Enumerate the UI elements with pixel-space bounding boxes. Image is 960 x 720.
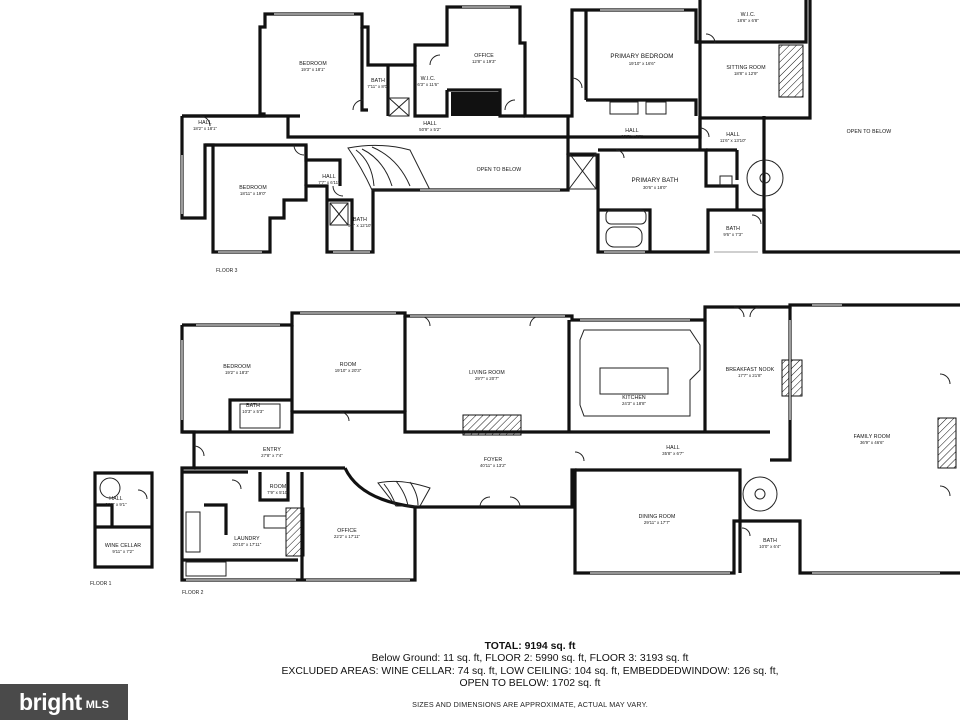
room-label: BEDROOM (239, 185, 267, 191)
area-summary: TOTAL: 9194 sq. ft Below Ground: 11 sq. … (230, 641, 830, 691)
room-label: DINING ROOM (639, 514, 676, 520)
room-dims: 35'8" x 6'7" (662, 451, 684, 456)
room-label: OFFICE (474, 53, 494, 59)
room-dims: 29'11" x 17'7" (644, 520, 671, 525)
room-label: WINE CELLAR (105, 543, 141, 549)
room-dims: 9'3" x 12'10" (348, 223, 373, 228)
room-label: SITTING ROOM (726, 65, 765, 71)
room-label: BEDROOM (223, 364, 251, 370)
room-dims: 18'11" x 19'0" (240, 191, 267, 196)
room-label: BREAKFAST NOOK (726, 367, 775, 373)
room-label: FAMILY ROOM (854, 434, 891, 440)
open-to-below-area: OPEN TO BELOW: 1702 sq. ft (459, 678, 601, 690)
room-dims: 23'3" x 6'2" (621, 134, 643, 139)
room-label: BATH (371, 78, 385, 84)
room-label: W.I.C. (741, 12, 756, 18)
room-dims: 17'7" x 21'8" (738, 373, 763, 378)
room-label: PRIMARY BATH (632, 177, 679, 184)
room-dims: 9'6" x 7'3" (723, 232, 743, 237)
room-labels-floor-3: BEDROOM 19'3" x 18'1" BATH 7'11" x 8'0" … (193, 12, 891, 274)
bright-mls-logo: bright MLS (0, 684, 128, 720)
room-dims: 18'2" x 18'1" (193, 126, 218, 131)
room-dims: 6'3" x 11'6" (417, 82, 439, 87)
room-label: BATH (763, 538, 777, 544)
room-dims: 18'6" x 6'8" (737, 18, 759, 23)
total-area: TOTAL: 9194 sq. ft (484, 641, 576, 652)
room-label: BEDROOM (299, 61, 327, 67)
room-label: FOYER (484, 457, 503, 463)
room-label: HALL (666, 445, 679, 451)
room-dims: 19'10" x 16'6" (629, 61, 656, 66)
disclaimer: SIZES AND DIMENSIONS ARE APPROXIMATE, AC… (412, 700, 648, 709)
room-dims: 10'3" x 5'3" (242, 409, 264, 414)
floor-2-plan (180, 303, 960, 582)
room-dims: 30'6" x 18'0" (643, 185, 668, 190)
floor-3-plan (180, 0, 960, 254)
room-dims: 12'8" x 19'3" (472, 59, 497, 64)
room-label: HALL (322, 174, 335, 180)
room-dims: 19'10" x 20'3" (335, 368, 362, 373)
room-dims: 18'8" x 12'9" (734, 71, 759, 76)
room-label: HALL (109, 496, 122, 502)
room-dims: 50'9" x 5'2" (419, 127, 441, 132)
room-label: PRIMARY BEDROOM (610, 53, 673, 60)
room-label: ENTRY (263, 447, 281, 453)
room-label: ROOM (340, 362, 357, 368)
room-dims: 7'9" x 5'10" (267, 490, 289, 495)
room-dims: 27'8" x 7'4" (261, 453, 283, 458)
floor-label: FLOOR 1 (90, 581, 112, 587)
excluded-areas: EXCLUDED AREAS: WINE CELLAR: 74 sq. ft, … (281, 665, 779, 677)
room-dims: 40'11" x 13'2" (480, 463, 507, 468)
room-dims: 19'3" x 18'1" (301, 67, 326, 72)
room-dims: 20'10" x 17'11" (233, 542, 262, 547)
room-dims: 7'7" x 6'11" (318, 180, 340, 185)
floor-1-plan (93, 471, 154, 569)
room-dims: 29'7" x 20'7" (475, 376, 500, 381)
room-label: HALL (198, 120, 211, 126)
floor-areas: Below Ground: 11 sq. ft, FLOOR 2: 5990 s… (371, 653, 689, 665)
room-label: OFFICE (337, 528, 357, 534)
room-dims: 10'0" x 6'4" (759, 544, 781, 549)
logo-word: bright (19, 688, 82, 715)
room-label: HALL (423, 121, 436, 127)
room-label: BATH (246, 403, 260, 409)
room-label: BATH (353, 217, 367, 223)
room-label: HALL (726, 132, 739, 138)
room-dims: 36'9" x 46'6" (860, 440, 885, 445)
room-label: W.I.C. (421, 76, 436, 82)
room-dims: 22'2" x 17'11" (334, 534, 361, 539)
room-label: OPEN TO BELOW (477, 167, 522, 173)
logo-suffix: MLS (85, 699, 109, 711)
floor-plan: BEDROOM 19'3" x 18'1" BATH 7'11" x 8'0" … (90, 0, 960, 596)
room-dims: 7'11" x 8'0" (367, 84, 389, 89)
room-label: ROOM (270, 484, 287, 490)
room-dims: 9'11" x 9'1" (105, 502, 127, 507)
room-dims: 9'11" x 7'2" (112, 549, 134, 554)
room-labels-floor-1: HALL 9'11" x 9'1" WINE CELLAR 9'11" x 7'… (90, 496, 141, 587)
room-label: HALL (625, 128, 638, 134)
room-labels-floor-2: BEDROOM 19'2" x 18'3" ROOM 19'10" x 20'3… (182, 362, 890, 596)
room-dims: 24'3" x 18'8" (622, 401, 647, 406)
room-dims: 19'2" x 18'3" (225, 370, 250, 375)
floor-label: FLOOR 2 (182, 590, 204, 596)
room-dims: 11'6" x 13'10" (720, 138, 747, 143)
room-label: OPEN TO BELOW (847, 129, 892, 135)
floor-label: FLOOR 3 (216, 268, 238, 274)
room-label: LAUNDRY (234, 536, 260, 542)
room-label: KITCHEN (622, 395, 646, 401)
room-label: LIVING ROOM (469, 370, 505, 376)
room-label: BATH (726, 226, 740, 232)
